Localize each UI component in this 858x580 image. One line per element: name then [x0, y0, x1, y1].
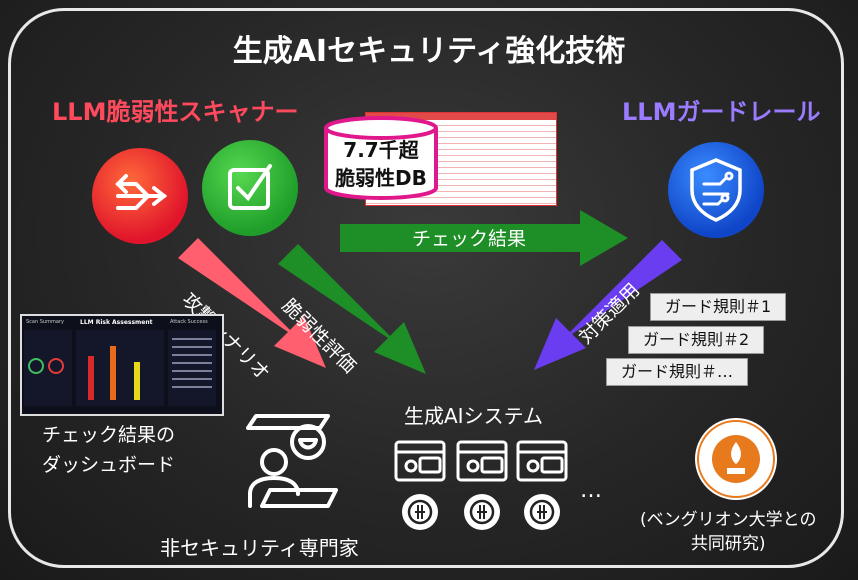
dashboard-scan-summary: Scan Summary [26, 319, 64, 325]
chat-window-icon [394, 440, 446, 482]
db-count: 7.7千超 [343, 138, 419, 162]
brain-chip-icon [524, 494, 560, 530]
slide-title: 生成AIセキュリティ強化技術 [232, 34, 626, 69]
rounded-frame [8, 8, 844, 568]
brain-chip-icon [402, 494, 438, 530]
expert-label: 非セキュリティ専門家 [160, 536, 359, 560]
guard-rule-1: ガード規則＃1 [650, 293, 787, 321]
guardrail-title: LLMガードレール [622, 98, 821, 126]
database-icon [324, 116, 438, 200]
bgu-seal-logo [695, 418, 777, 500]
evaluation-arrow [278, 244, 426, 374]
chat-window-icon [516, 440, 568, 482]
chat-window-icon [456, 440, 508, 482]
dashboard-thumbnail: Scan Summary LLM Risk Assessment Attack … [20, 314, 224, 416]
dashboard-visual [24, 330, 216, 406]
countermeasure-arrow [534, 240, 682, 370]
dashboard-caption-line1: チェック結果の [42, 424, 176, 446]
attack-arrow [178, 238, 326, 368]
dashboard-caption-line2: ダッシュボード [42, 454, 176, 476]
guard-rule-3: ガード規則＃… [606, 358, 749, 386]
guard-rule-2: ガード規則＃2 [628, 326, 765, 354]
db-label: 脆弱性DB [335, 166, 427, 190]
system-title: 生成AIシステム [404, 404, 543, 428]
dashboard-caption: チェック結果の ダッシュボード [42, 420, 175, 480]
scanner-title: LLM脆弱性スキャナー [52, 98, 299, 126]
shield-circuit-icon [668, 142, 764, 238]
checkbox-icon [202, 140, 298, 236]
dashboard-panel-title: LLM Risk Assessment [80, 319, 153, 326]
check-result-label: チェック結果 [412, 228, 527, 250]
expert-person-icon [246, 414, 338, 508]
partner-caption: (ベングリオン大学との 共同研究) [640, 508, 816, 556]
partner-caption-line1: (ベングリオン大学との [640, 510, 817, 530]
check-result-arrow [340, 210, 628, 266]
shuffle-arrows-icon [92, 148, 188, 244]
partner-caption-line2: 共同研究) [690, 534, 766, 554]
brain-chip-icon [464, 494, 500, 530]
dashboard-attack-success: Attack Success [170, 319, 208, 325]
system-ellipsis: … [580, 478, 602, 503]
